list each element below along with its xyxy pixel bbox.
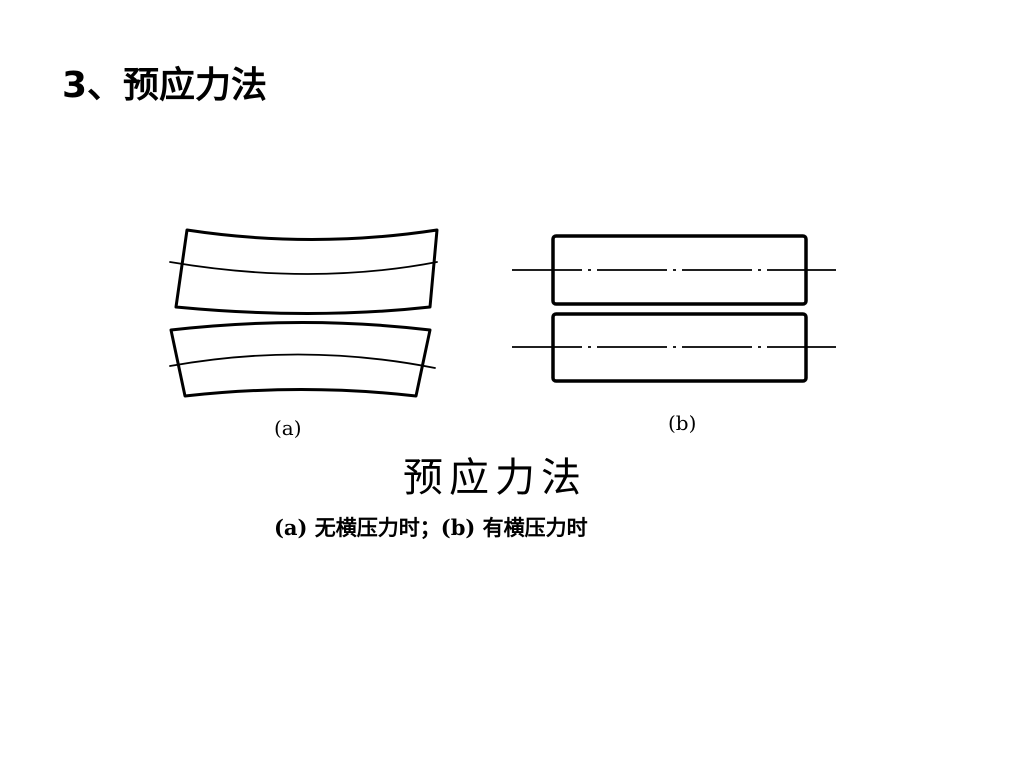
figure-drawing [169,228,836,398]
panel-b-label: (b) [668,411,697,435]
panel-a-label: (a) [274,416,302,440]
panel-a-drawing [169,228,439,398]
panel-a-lower-centerline [169,353,436,369]
panel-b-drawing [512,234,836,383]
slide-title: 3、预应力法 [62,65,268,106]
panel-a-lower-plate [169,321,432,398]
figure-caption: (a) 无横压力时；(b) 有横压力时 [274,515,588,540]
figure-title: 预应力法 [403,455,587,501]
panel-a-upper-centerline [169,261,438,275]
figure: (a) (b) 预应力法 (a) 无横压力时；(b) 有横压力时 [150,205,870,550]
panel-a-upper-plate [174,228,439,315]
